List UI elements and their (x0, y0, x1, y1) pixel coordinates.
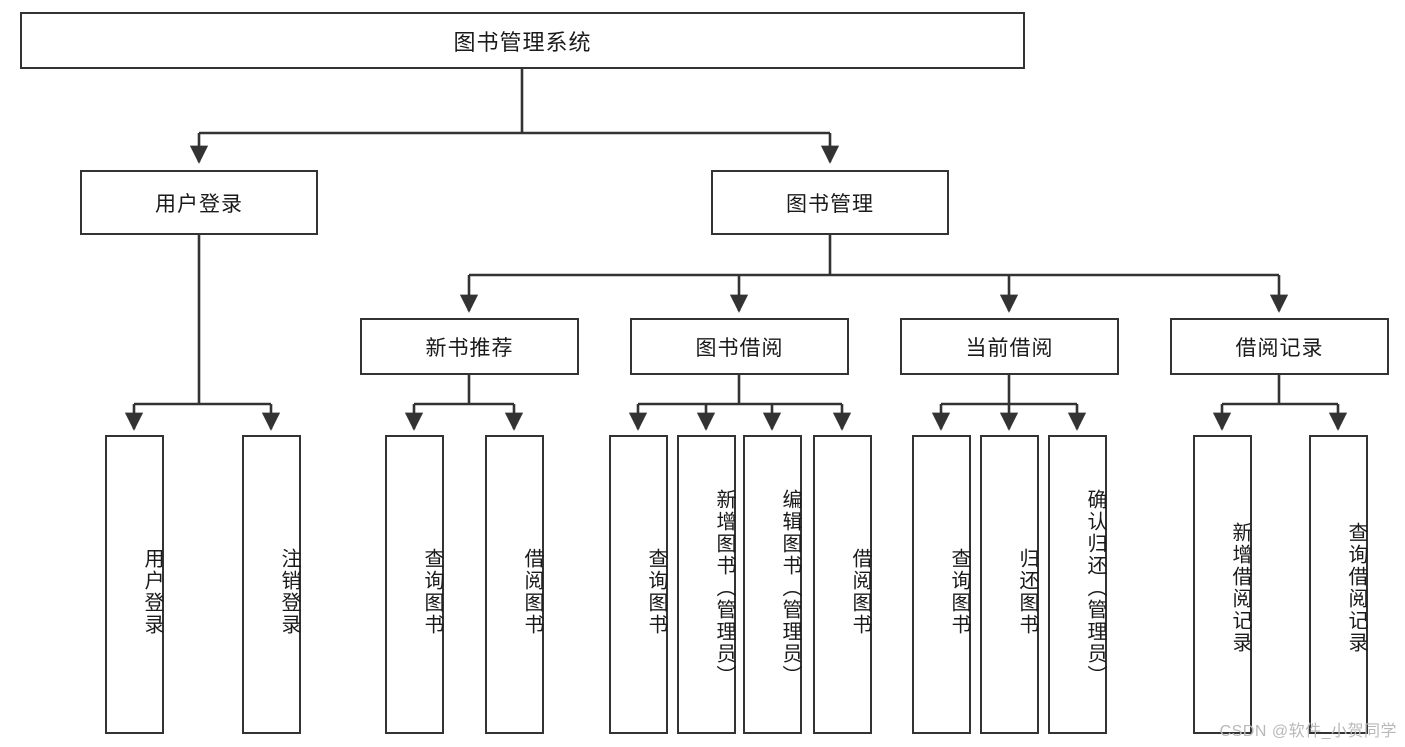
node-new-book-recommend[interactable]: 新书推荐 (360, 318, 579, 375)
node-label: 借阅记录 (1235, 336, 1324, 360)
node-borrow-record[interactable]: 借阅记录 (1170, 318, 1389, 375)
node-label: 注销登录 (278, 547, 300, 636)
node-label: 确认归还（管理员） (1084, 488, 1106, 687)
leaf-confirm-return-admin[interactable]: 确认归还（管理员） (1048, 435, 1107, 734)
node-root-system[interactable]: 图书管理系统 (20, 12, 1025, 69)
leaf-query-book-recommend[interactable]: 查询图书 (385, 435, 444, 734)
leaf-query-borrow-record[interactable]: 查询借阅记录 (1309, 435, 1368, 734)
node-label: 查询借阅记录 (1345, 521, 1367, 654)
leaf-edit-book-admin[interactable]: 编辑图书（管理员） (743, 435, 802, 734)
leaf-user-login[interactable]: 用户登录 (105, 435, 164, 734)
leaf-add-borrow-record[interactable]: 新增借阅记录 (1193, 435, 1252, 734)
node-label: 图书借阅 (695, 336, 784, 360)
leaf-add-book-admin[interactable]: 新增图书（管理员） (677, 435, 736, 734)
leaf-query-book-current[interactable]: 查询图书 (912, 435, 971, 734)
node-label: 新增图书（管理员） (713, 488, 735, 687)
node-label: 借阅图书 (521, 547, 543, 636)
node-user-login[interactable]: 用户登录 (80, 170, 318, 235)
leaf-return-book[interactable]: 归还图书 (980, 435, 1039, 734)
node-label: 查询图书 (421, 547, 443, 636)
leaf-query-book-borrow[interactable]: 查询图书 (609, 435, 668, 734)
node-label: 编辑图书（管理员） (779, 488, 801, 687)
node-label: 图书管理 (786, 192, 874, 216)
node-label: 查询图书 (645, 547, 667, 636)
node-label: 用户登录 (155, 192, 243, 216)
node-label: 图书管理系统 (453, 29, 592, 55)
watermark-text: CSDN @软件_小贺同学 (1219, 723, 1397, 740)
leaf-borrow-book-recommend[interactable]: 借阅图书 (485, 435, 544, 734)
node-label: 新书推荐 (425, 336, 514, 360)
leaf-borrow-book[interactable]: 借阅图书 (813, 435, 872, 734)
node-label: 归还图书 (1016, 547, 1038, 636)
node-label: 当前借阅 (965, 336, 1054, 360)
node-current-borrow[interactable]: 当前借阅 (900, 318, 1119, 375)
node-book-borrow[interactable]: 图书借阅 (630, 318, 849, 375)
node-label: 用户登录 (141, 547, 163, 636)
leaf-logout[interactable]: 注销登录 (242, 435, 301, 734)
node-label: 查询图书 (948, 547, 970, 636)
node-book-management[interactable]: 图书管理 (711, 170, 949, 235)
node-label: 借阅图书 (849, 547, 871, 636)
node-label: 新增借阅记录 (1229, 521, 1251, 654)
